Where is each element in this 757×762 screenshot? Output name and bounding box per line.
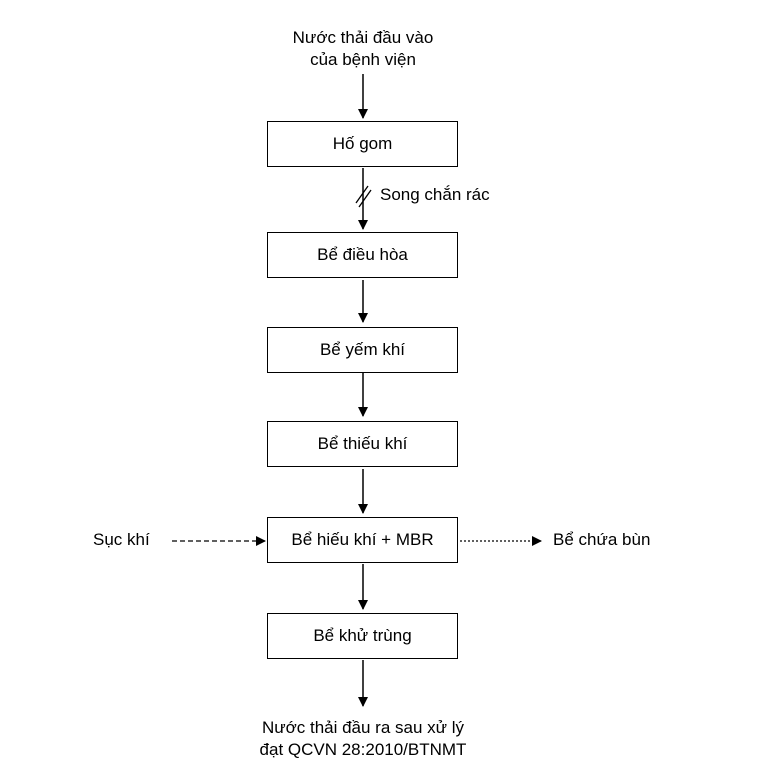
input-label-line1: Nước thải đầu vào: [292, 28, 434, 47]
equalization-tank-box: Bể điều hòa: [267, 232, 458, 278]
screen-label: Song chắn rác: [380, 185, 490, 204]
screen-symbol-stroke-2: [358, 189, 372, 208]
input-label-line2: của bệnh viện: [310, 50, 416, 69]
collection-pit-box: Hố gom: [267, 121, 458, 167]
aerobic-mbr-tank-box: Bể hiếu khí + MBR: [267, 517, 458, 563]
anaerobic-tank-box: Bể yếm khí: [267, 327, 458, 373]
input-label: Nước thải đầu vào của bệnh viện: [243, 27, 483, 71]
anoxic-tank-box: Bể thiếu khí: [267, 421, 458, 467]
output-label-line2: đạt QCVN 28:2010/BTNMT: [259, 740, 467, 759]
aeration-label: Sục khí: [93, 530, 150, 549]
disinfection-tank-box: Bể khử trùng: [267, 613, 458, 659]
output-label-line1: Nước thải đầu ra sau xử lý: [261, 718, 465, 737]
sludge-tank-label: Bể chứa bùn: [553, 530, 651, 549]
screen-symbol-stroke-1: [355, 185, 369, 204]
output-label: Nước thải đầu ra sau xử lý đạt QCVN 28:2…: [213, 717, 513, 761]
